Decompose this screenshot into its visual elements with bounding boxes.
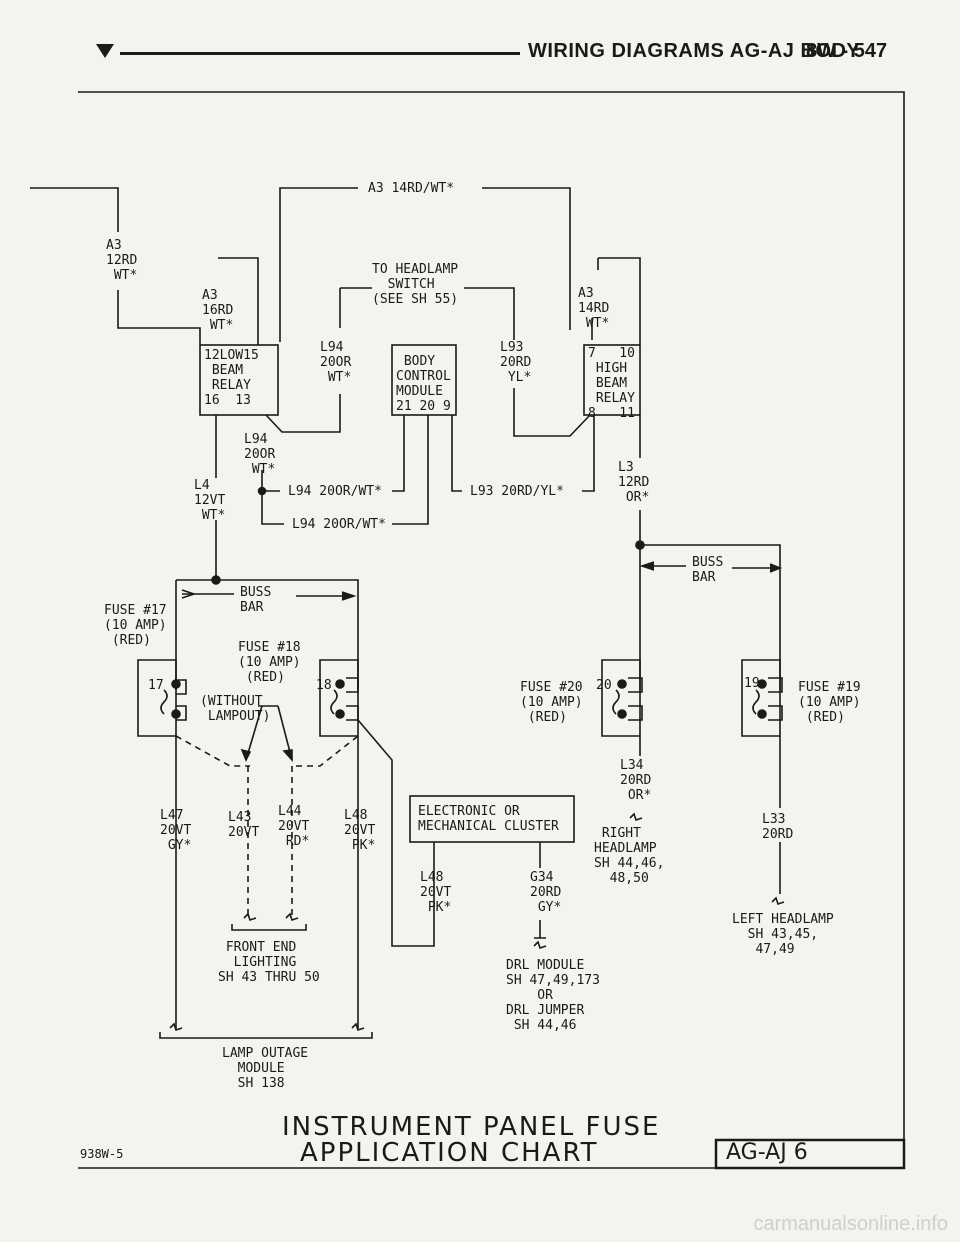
label-l94-mid: L94 20OR WT*	[244, 432, 276, 477]
label-g34: G34 20RD GY*	[530, 870, 562, 915]
fuse-20-symbol	[601, 659, 643, 737]
dashed-lampout	[175, 735, 359, 767]
wire-a3-left	[30, 187, 201, 345]
wire-l93-top	[513, 388, 591, 437]
sheet-id: AG-AJ 6	[726, 1140, 808, 1165]
buss-bar-left-label: BUSS BAR	[240, 585, 272, 615]
label-l44: L44 20VT RD*	[278, 804, 310, 849]
label-l33: L33 20RD	[762, 812, 794, 842]
cluster-label: ELECTRONIC OR MECHANICAL CLUSTER	[418, 804, 559, 834]
page-title: WIRING DIAGRAMS AG-AJ BODY	[528, 40, 861, 62]
fuse-17-symbol	[137, 659, 187, 737]
wire-a3-top	[279, 187, 571, 342]
sheet-frame	[78, 91, 905, 1168]
buss-bar-right-label: BUSS BAR	[692, 555, 724, 585]
label-l4: L4 12VT WT*	[194, 478, 226, 523]
label-l93-top: L93 20RD YL*	[500, 340, 532, 385]
chart-title-line1: INSTRUMENT PANEL FUSE	[282, 1112, 661, 1142]
label-fuse-17: FUSE #17 (10 AMP) (RED)	[104, 603, 167, 648]
fuse-20-number: 20	[596, 678, 612, 693]
wire-a3-inner	[218, 257, 259, 345]
figure-code: 938W-5	[80, 1147, 124, 1161]
low-beam-relay-label: 12LOW15 BEAM RELAY 16 13	[204, 348, 259, 408]
label-fuse-18: FUSE #18 (10 AMP) (RED)	[238, 640, 301, 685]
label-fuse-20: FUSE #20 (10 AMP) (RED)	[520, 680, 583, 725]
label-l3: L3 12RD OR*	[618, 460, 650, 505]
label-lamp-outage: LAMP OUTAGE MODULE SH 138	[222, 1046, 309, 1091]
label-l48-mid: L48 20VT PK*	[420, 870, 452, 915]
wire-l94-b	[392, 415, 405, 492]
watermark: carmanualsonline.info	[753, 1213, 948, 1235]
label-l48-left: L48 20VT PK*	[344, 808, 376, 853]
body-control-module-label: BODY CONTROL MODULE 21 20 9	[396, 354, 451, 414]
label-l93-wire: L93 20RD/YL*	[470, 484, 564, 499]
label-left-headlamp: LEFT HEADLAMP SH 43,45, 47,49	[732, 912, 834, 957]
wire-l48-cluster	[357, 719, 435, 947]
label-right-headlamp: RIGHT HEADLAMP SH 44,46, 48,50	[594, 826, 665, 886]
label-headlamp-switch: TO HEADLAMP SWITCH (SEE SH 55)	[372, 262, 459, 307]
high-beam-relay-label: 7 10 HIGH BEAM RELAY 8 11	[588, 346, 635, 421]
label-a3-left-outer: A3 12RD WT*	[106, 238, 138, 283]
wire-l94-c	[392, 415, 429, 525]
label-without-lampout: (WITHOUT LAMPOUT)	[200, 694, 271, 724]
label-a3-left-inner: A3 16RD WT*	[202, 288, 234, 333]
fuse-18-symbol	[319, 659, 359, 737]
fuse-19-number: 19	[744, 676, 760, 691]
body-control-module	[391, 344, 457, 416]
high-beam-relay	[583, 344, 641, 416]
label-l34: L34 20RD OR*	[620, 758, 652, 803]
lamp-outage-bracket	[159, 1032, 373, 1039]
fuse-17-number: 17	[148, 678, 164, 693]
wire-a3-right	[591, 257, 641, 345]
label-front-end-lighting: FRONT END LIGHTING SH 43 THRU 50	[218, 940, 320, 985]
label-l94-wire2: L94 20OR/WT*	[292, 517, 386, 532]
label-drl-module: DRL MODULE SH 47,49,173 OR DRL JUMPER SH…	[506, 958, 600, 1033]
wire-headlamp-switch	[340, 287, 515, 340]
label-l94-wire1: L94 20OR/WT*	[288, 484, 382, 499]
front-end-bracket	[231, 924, 307, 931]
cluster-box	[409, 795, 575, 843]
low-beam-relay	[199, 344, 279, 416]
chart-title-line2: APPLICATION CHART	[300, 1138, 599, 1168]
label-a3-top-wire: A3 14RD/WT*	[368, 181, 455, 196]
label-a3-right: A3 14RD WT*	[578, 286, 610, 331]
label-fuse-19: FUSE #19 (10 AMP) (RED)	[798, 680, 861, 725]
fuse-18-number: 18	[316, 678, 332, 693]
wire-l94-a	[265, 394, 341, 433]
wire-l93	[451, 415, 462, 492]
header-rule	[120, 52, 520, 55]
label-l43: L43 20VT	[228, 810, 260, 840]
wire-l93-b	[582, 415, 595, 492]
label-l94-top: L94 20OR WT*	[320, 340, 352, 385]
fuse-19-symbol	[741, 659, 783, 737]
page-number: 8W - 547	[806, 40, 888, 62]
wire-l43	[247, 766, 293, 920]
wire-l94-d	[261, 470, 284, 525]
label-l47: L47 20VT GY*	[160, 808, 192, 853]
header-triangle-icon	[96, 44, 114, 58]
sheet-box	[714, 1138, 906, 1170]
